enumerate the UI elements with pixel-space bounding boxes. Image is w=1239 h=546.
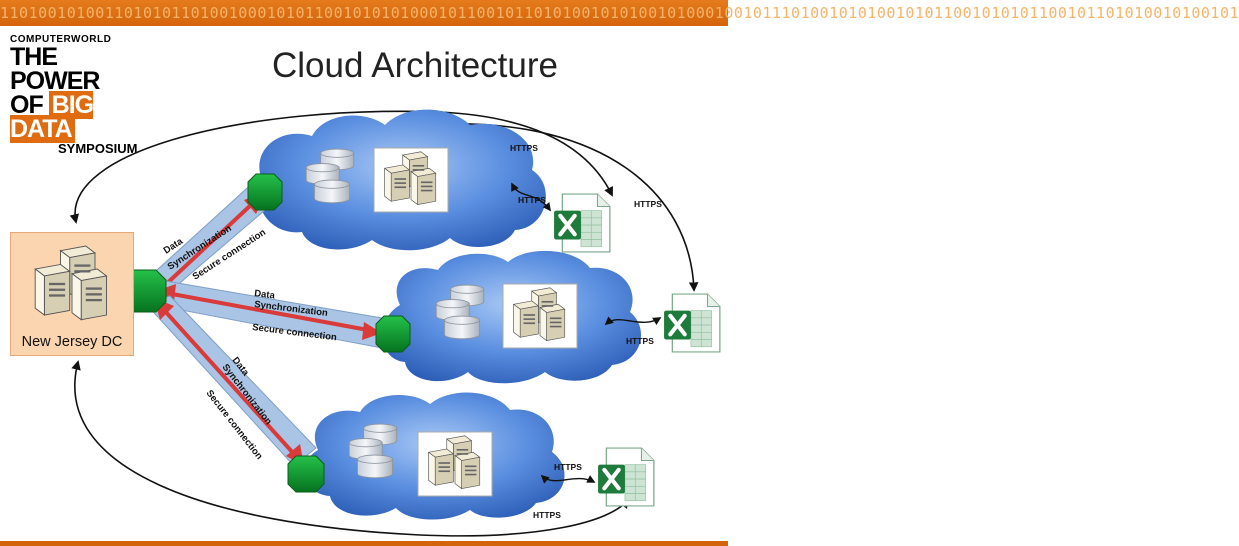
bottom-strip bbox=[0, 541, 728, 546]
https-curve-arrows bbox=[69, 110, 699, 537]
connector-node-icon bbox=[375, 315, 411, 353]
logo-line-big-data: OF BIG DATA bbox=[10, 91, 140, 143]
excel-icon bbox=[554, 194, 610, 252]
connector-node-icon bbox=[247, 173, 283, 211]
excel-icon bbox=[664, 294, 720, 352]
https-arrow bbox=[511, 182, 552, 212]
https-label: HTTPS bbox=[518, 195, 546, 205]
excel-icon bbox=[598, 448, 654, 506]
curve-bottom bbox=[71, 360, 630, 537]
connector-node-icon bbox=[287, 455, 325, 493]
architecture-diagram: Data Synchronization Secure connection D… bbox=[69, 109, 728, 537]
https-label: HTTPS bbox=[626, 336, 654, 346]
https-label: HTTPS bbox=[634, 199, 662, 209]
curve-top-left bbox=[69, 110, 613, 224]
server-rack-icon bbox=[34, 245, 108, 321]
symposium-logo: COMPUTERWORLD THE POWER OF BIG DATA SYMP… bbox=[10, 34, 140, 156]
https-arrow bbox=[540, 474, 596, 484]
data-center-panel: New Jersey DC bbox=[10, 232, 134, 356]
logo-line-symposium: SYMPOSIUM bbox=[58, 141, 138, 156]
logo-big-data: BIG DATA bbox=[10, 91, 94, 143]
logo-line-computerworld: COMPUTERWORLD bbox=[10, 34, 112, 45]
logo-of: OF bbox=[10, 91, 44, 119]
https-label: HTTPS bbox=[510, 143, 538, 153]
https-arrow bbox=[604, 316, 662, 326]
curve-top-right bbox=[444, 123, 699, 292]
logo-line-the-power: THE POWER bbox=[10, 43, 100, 95]
binary-banner: 1101001010011010101101001000101011001010… bbox=[0, 0, 1239, 26]
data-center-label: New Jersey DC bbox=[21, 334, 123, 350]
https-label: HTTPS bbox=[533, 510, 561, 520]
link-middle-label-1: Data bbox=[254, 288, 276, 302]
https-label: HTTPS bbox=[554, 462, 582, 472]
slide-title: Cloud Architecture bbox=[272, 46, 558, 85]
